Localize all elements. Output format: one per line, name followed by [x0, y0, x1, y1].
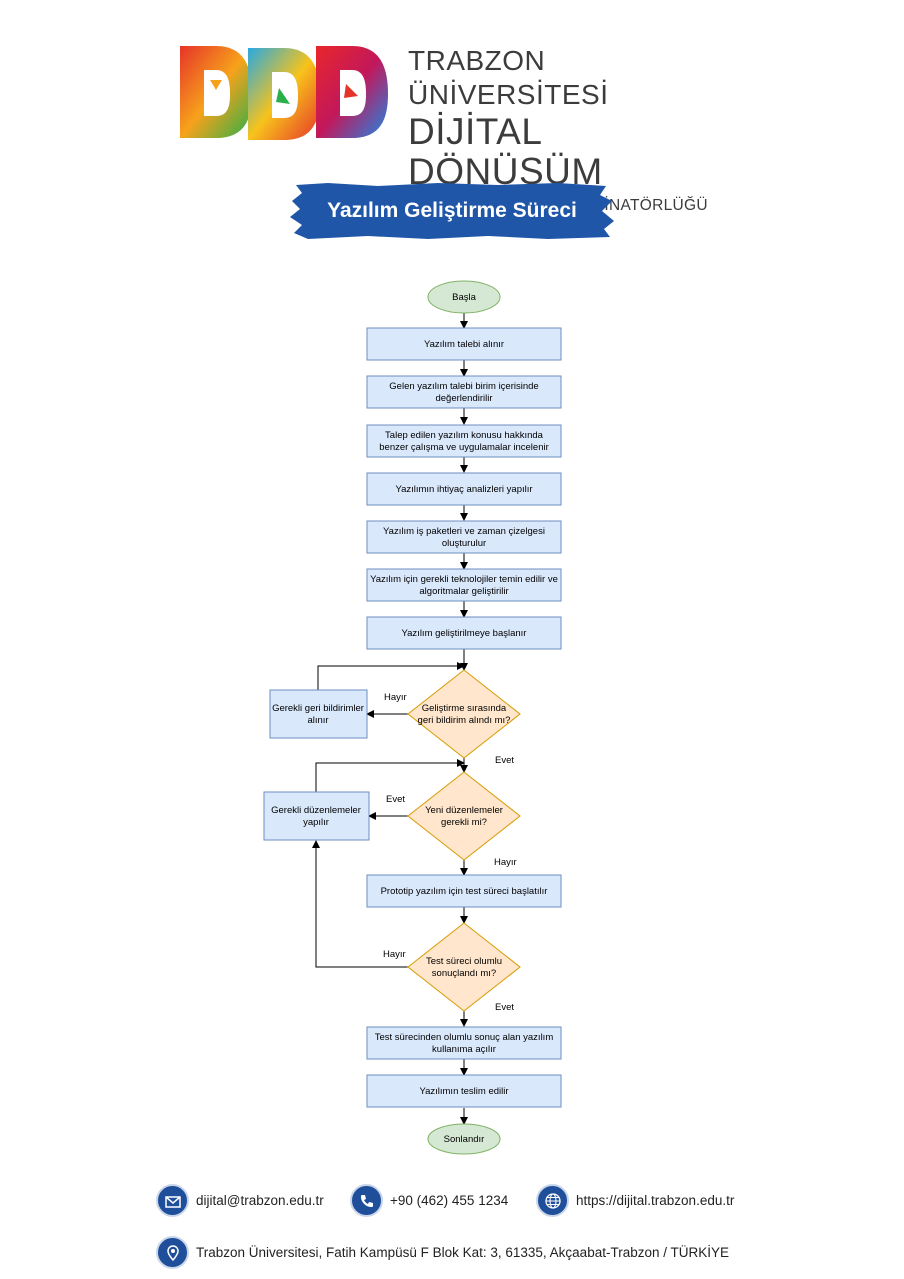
test-step [366, 874, 562, 908]
step-7 [366, 616, 562, 650]
side-1 [269, 689, 368, 739]
side-1-label-l2: alınır [307, 715, 328, 726]
side-2-label-l1: Gerekli düzenlemeler [271, 805, 361, 816]
org-line-1: TRABZON ÜNİVERSİTESİ [408, 45, 609, 110]
d1-no-label: Hayır [384, 692, 407, 703]
title-banner [290, 183, 614, 239]
ddd-logo [176, 40, 736, 150]
edge-side2-loop [315, 759, 465, 792]
decision-3-label-l2: sonuçlandı mı? [432, 968, 496, 979]
footer-website[interactable]: https://dijital.trabzon.edu.tr [536, 1184, 734, 1217]
footer-address: Trabzon Üniversitesi, Fatih Kampüsü F Bl… [156, 1236, 729, 1269]
d2-no-label: Hayır [494, 857, 517, 868]
decision-2 [407, 771, 521, 861]
step-7-label: Yazılım geliştirilmeye başlanır [402, 628, 527, 639]
decision-1-label-l2: geri bildirim alındı mı? [418, 715, 511, 726]
step-2 [366, 375, 562, 409]
page-title: Yazılım Geliştirme Süreci [327, 199, 577, 222]
step-4-label: Yazılımın ihtiyaç analizleri yapılır [395, 484, 532, 495]
footer-phone[interactable]: +90 (462) 455 1234 [350, 1184, 508, 1217]
edge-d3-side2 [312, 840, 408, 968]
d3-no-label: Hayır [383, 949, 406, 960]
decision-1 [407, 669, 521, 759]
after-step-1 [366, 1026, 562, 1060]
flowchart: Başla Yazılım talebi alınır Gelen yazılı… [263, 280, 562, 1155]
globe-icon [536, 1184, 569, 1217]
decision-1-label-l1: Geliştirme sırasında [422, 703, 507, 714]
location-icon [156, 1236, 189, 1269]
side-2-label-l2: yapılır [303, 817, 329, 828]
side-1-label-l1: Gerekli geri bildirimler [272, 703, 364, 714]
step-6-label-l2: algoritmalar geliştirilir [419, 586, 508, 597]
step-5-label-l1: Yazılım iş paketleri ve zaman çizelgesi [383, 526, 545, 537]
decision-3 [407, 922, 521, 1012]
step-5 [366, 520, 562, 554]
step-5-label-l2: oluşturulur [442, 538, 486, 549]
decision-3-label-l1: Test süreci olumlu [426, 956, 502, 967]
after-step-1-label-l2: kullanıma açılır [432, 1044, 496, 1055]
end-node [427, 1123, 501, 1155]
start-node [427, 280, 501, 314]
d1-yes-label: Evet [495, 755, 514, 766]
after-step-2-label: Yazılımın teslim edilir [419, 1086, 508, 1097]
ddd-logo-mark [180, 46, 388, 140]
start-label: Başla [452, 292, 476, 303]
step-2-label-l1: Gelen yazılım talebi birim içerisinde [389, 381, 538, 392]
footer-email[interactable]: dijital@trabzon.edu.tr [156, 1184, 324, 1217]
end-label: Sonlandır [444, 1134, 485, 1145]
step-6 [366, 568, 562, 602]
d2-yes-label: Evet [386, 794, 405, 805]
step-6-label-l1: Yazılım için gerekli teknolojiler temin … [370, 574, 558, 585]
phone-icon [350, 1184, 383, 1217]
email-icon [156, 1184, 189, 1217]
step-1 [366, 327, 562, 361]
footer-phone-text[interactable]: +90 (462) 455 1234 [390, 1193, 509, 1208]
step-2-label-l2: değerlendirilir [435, 393, 492, 404]
side-2 [263, 791, 370, 841]
test-step-label: Prototip yazılım için test süreci başlat… [381, 886, 548, 897]
step-1-label: Yazılım talebi alınır [424, 339, 504, 350]
footer-email-text[interactable]: dijital@trabzon.edu.tr [196, 1193, 324, 1208]
after-step-2 [366, 1074, 562, 1108]
decision-2-label-l1: Yeni düzenlemeler [425, 805, 503, 816]
footer-address-text: Trabzon Üniversitesi, Fatih Kampüsü F Bl… [196, 1245, 729, 1260]
step-3 [366, 424, 562, 458]
after-step-1-label-l1: Test sürecinden olumlu sonuç alan yazılı… [375, 1032, 554, 1043]
edge-side1-loop [317, 662, 465, 690]
step-3-label-l1: Talep edilen yazılım konusu hakkında [385, 430, 544, 441]
flow-edges [312, 313, 468, 1125]
step-3-label-l2: benzer çalışma ve uygulamalar incelenir [379, 442, 549, 453]
d3-yes-label: Evet [495, 1002, 514, 1013]
decision-2-label-l2: gerekli mi? [441, 817, 487, 828]
footer-website-text[interactable]: https://dijital.trabzon.edu.tr [576, 1193, 735, 1208]
step-4 [366, 472, 562, 506]
